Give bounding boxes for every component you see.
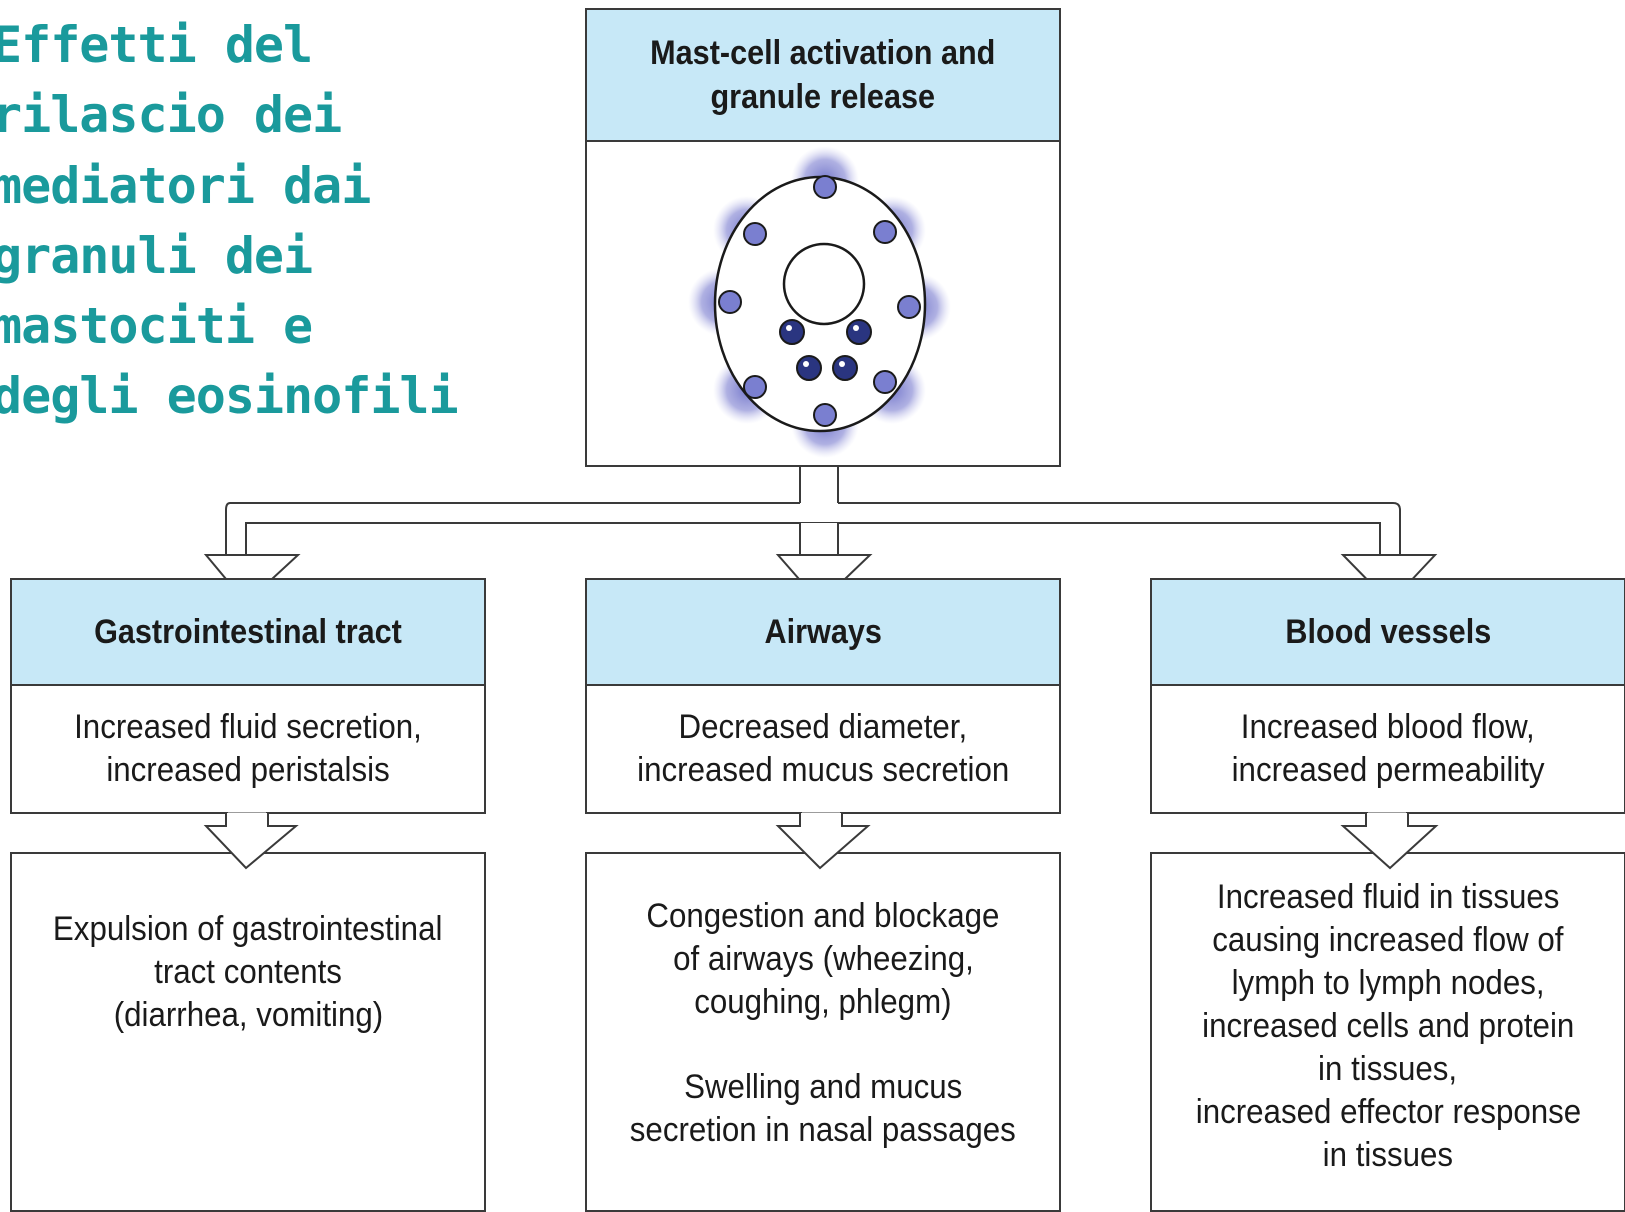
internal-granules (779, 319, 872, 381)
side-title-line: granuli dei (0, 227, 313, 285)
airways-outcome-line: coughing, phlegm) (694, 982, 952, 1021)
middle-branch (799, 523, 839, 556)
mast-cell-title-line1: Mast-cell activation and (650, 34, 996, 72)
blood-vessels-outcome-line: causing increased flow of (1212, 921, 1564, 959)
releasing-granules (718, 175, 921, 427)
blood-vessels-outcome-line: lymph to lymph nodes, (1231, 964, 1545, 1002)
blood-vessels-outcome-line: increased cells and protein (1201, 1007, 1575, 1045)
gi-outcome-line: Expulsion of gastrointestinal (53, 909, 443, 948)
blood-vessels-effect-line: increased permeability (1231, 751, 1545, 789)
side-title-line: mediatori dai (0, 157, 371, 215)
side-title-line: Effetti del (0, 16, 313, 74)
blood-vessels-outcome-line: increased effector response (1195, 1093, 1581, 1131)
gi-effect-line: increased peristalsis (106, 751, 390, 789)
airways-box: Airways Decreased diameter, increased mu… (585, 578, 1061, 814)
blood-vessels-header: Blood vessels (1152, 580, 1624, 686)
gi-box: Gastrointestinal tract Increased fluid s… (10, 578, 486, 814)
airways-outcome-box: Congestion and blockage of airways (whee… (585, 852, 1061, 1212)
mast-cell-box: Mast-cell activation and granule release (585, 8, 1061, 467)
side-title-line: mastociti e (0, 297, 313, 355)
side-title-line: degli eosinofili (0, 367, 459, 425)
mast-cell-illustration (688, 146, 951, 458)
gi-outcome-line: (diarrhea, vomiting) (113, 995, 383, 1034)
side-title-line: rilascio dei (0, 86, 342, 144)
airways-outcome-nasal: Swelling and mucus secretion in nasal pa… (587, 1064, 1059, 1154)
blood-vessels-outcome-box: Increased fluid in tissues causing incre… (1150, 852, 1625, 1212)
gi-outcome-box: Expulsion of gastrointestinal tract cont… (10, 852, 486, 1212)
gi-outcome-line: tract contents (154, 952, 342, 991)
gi-effect-line: Increased fluid secretion, (74, 708, 422, 746)
airways-header-label: Airways (764, 613, 882, 651)
blood-vessels-header-label: Blood vessels (1285, 613, 1491, 651)
airways-effect-line: Decreased diameter, (678, 708, 968, 746)
airways-outcome2-line: secretion in nasal passages (629, 1111, 1017, 1149)
airways-effect: Decreased diameter, increased mucus secr… (587, 686, 1059, 812)
blood-vessels-effect: Increased blood flow, increased permeabi… (1152, 686, 1624, 812)
gi-header-label: Gastrointestinal tract (94, 613, 402, 651)
side-title: Effetti del rilascio dei mediatori dai g… (0, 0, 560, 470)
blood-vessels-outcome-line: Increased fluid in tissues (1216, 878, 1560, 916)
airways-effect-line: increased mucus secretion (636, 751, 1010, 789)
gi-header: Gastrointestinal tract (12, 580, 484, 686)
blood-vessels-outcome-line: in tissues (1322, 1136, 1454, 1174)
airways-header: Airways (587, 580, 1059, 686)
blood-vessels-box: Blood vessels Increased blood flow, incr… (1150, 578, 1625, 814)
airways-outcome-line: Congestion and blockage (646, 896, 1000, 935)
gi-effect: Increased fluid secretion, increased per… (12, 686, 484, 812)
airways-outcome: Congestion and blockage of airways (whee… (587, 894, 1059, 1024)
airways-outcome-line: of airways (wheezing, (672, 939, 974, 978)
mast-cell-title-line2: granule release (710, 78, 936, 116)
airways-outcome2-line: Swelling and mucus (683, 1068, 963, 1106)
gi-outcome: Expulsion of gastrointestinal tract cont… (12, 854, 484, 1090)
nucleus (782, 242, 866, 326)
stem-connector (225, 463, 1401, 556)
mast-cell-header: Mast-cell activation and granule release (587, 10, 1059, 142)
blood-vessels-outcome-line: in tissues, (1318, 1050, 1458, 1088)
blood-vessels-effect-line: Increased blood flow, (1241, 708, 1535, 746)
blood-vessels-outcome: Increased fluid in tissues causing incre… (1152, 876, 1624, 1186)
